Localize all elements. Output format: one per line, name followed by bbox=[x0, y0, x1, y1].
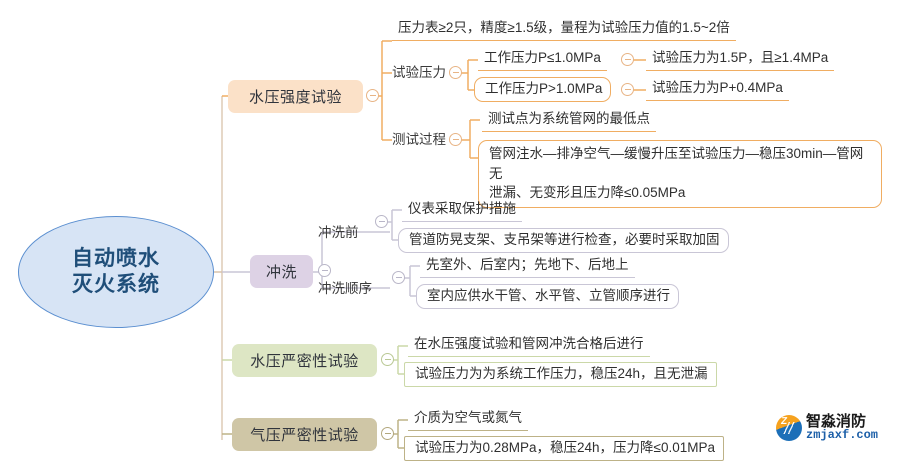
branch-node-hydrostatic-strength-test[interactable]: 水压强度试验 bbox=[228, 80, 363, 113]
collapse-toggle-pneumatic-tightness-test[interactable] bbox=[381, 427, 394, 440]
watermark-brand-url: zmjaxf.com bbox=[806, 428, 879, 443]
leaf-tightness-test-pressure[interactable]: 试验压力为为系统工作压力，稳压24h，且无泄漏 bbox=[404, 362, 717, 387]
subnode-test-process[interactable]: 测试过程 bbox=[392, 132, 446, 147]
leaf-pneumatic-medium[interactable]: 介质为空气或氮气 bbox=[408, 408, 528, 431]
root-node-label: 自动喷水 灭火系统 bbox=[72, 246, 160, 297]
leaf-test-pressure-high-result[interactable]: 试验压力为P+0.4MPa bbox=[646, 78, 789, 101]
root-label-line2: 灭火系统 bbox=[72, 273, 160, 296]
root-label-line1: 自动喷水 bbox=[72, 247, 160, 271]
branch-node-flushing[interactable]: 冲洗 bbox=[250, 255, 313, 288]
subnode-flushing-order[interactable]: 冲洗顺序 bbox=[318, 281, 372, 296]
watermark-brand-cn: 智淼消防 bbox=[806, 413, 867, 430]
root-node[interactable]: 自动喷水 灭火系统 bbox=[18, 216, 214, 328]
leaf-instrument-protection[interactable]: 仪表采取保护措施 bbox=[402, 199, 522, 222]
collapse-toggle-test-process[interactable] bbox=[449, 133, 462, 146]
leaf-test-point-lowest[interactable]: 测试点为系统管网的最低点 bbox=[482, 109, 656, 132]
branch-node-hydrostatic-tightness-test[interactable]: 水压严密性试验 bbox=[232, 344, 377, 377]
collapse-toggle-working-pressure-low[interactable] bbox=[621, 53, 634, 66]
collapse-toggle-flushing-order[interactable] bbox=[392, 271, 405, 284]
leaf-indoor-pipe-order[interactable]: 室内应供水干管、水平管、立管顺序进行 bbox=[416, 284, 679, 309]
leaf-working-pressure-low[interactable]: 工作压力P≤1.0MPa bbox=[478, 48, 607, 71]
zmjaxf-logo-icon: Z bbox=[776, 414, 802, 441]
leaf-test-procedure-line2: 泄漏、无变形且压力降≤0.05MPa bbox=[489, 185, 686, 201]
leaf-pipe-bracket-check[interactable]: 管道防晃支架、支吊架等进行检查，必要时采取加固 bbox=[398, 228, 729, 253]
leaf-working-pressure-high[interactable]: 工作压力P>1.0MPa bbox=[474, 77, 612, 102]
subnode-test-pressure[interactable]: 试验压力 bbox=[392, 65, 446, 80]
watermark-text: 智淼消防 zmjaxf.com bbox=[806, 414, 878, 442]
leaf-test-procedure-line1: 管网注水—排净空气—缓慢升压至试验压力—稳压30min—管网无 bbox=[489, 146, 864, 181]
collapse-toggle-working-pressure-high[interactable] bbox=[621, 83, 634, 96]
leaf-outdoor-indoor-order[interactable]: 先室外、后室内；先地下、后地上 bbox=[420, 255, 635, 278]
subnode-before-flushing[interactable]: 冲洗前 bbox=[318, 225, 359, 240]
leaf-pneumatic-test-pressure[interactable]: 试验压力为0.28MPa，稳压24h，压力降≤0.01MPa bbox=[404, 436, 724, 461]
branch-node-pneumatic-tightness-test[interactable]: 气压严密性试验 bbox=[232, 418, 377, 451]
leaf-test-pressure-low-result[interactable]: 试验压力为1.5P，且≥1.4MPa bbox=[646, 48, 835, 71]
collapse-toggle-hydrostatic-strength-test[interactable] bbox=[366, 89, 379, 102]
leaf-test-procedure-steps[interactable]: 管网注水—排净空气—缓慢升压至试验压力—稳压30min—管网无 泄漏、无变形且压… bbox=[478, 140, 882, 208]
logo-mark-letter: Z bbox=[780, 415, 788, 427]
collapse-toggle-test-pressure[interactable] bbox=[449, 66, 462, 79]
leaf-tightness-precondition[interactable]: 在水压强度试验和管网冲洗合格后进行 bbox=[408, 334, 650, 357]
watermark-logo: Z 智淼消防 zmjaxf.com bbox=[776, 414, 878, 442]
collapse-toggle-hydrostatic-tightness-test[interactable] bbox=[381, 353, 394, 366]
collapse-toggle-before-flushing[interactable] bbox=[375, 215, 388, 228]
leaf-pressure-gauge-requirement[interactable]: 压力表≥2只，精度≥1.5级，量程为试验压力值的1.5~2倍 bbox=[392, 18, 736, 41]
collapse-toggle-flushing[interactable] bbox=[318, 264, 331, 277]
